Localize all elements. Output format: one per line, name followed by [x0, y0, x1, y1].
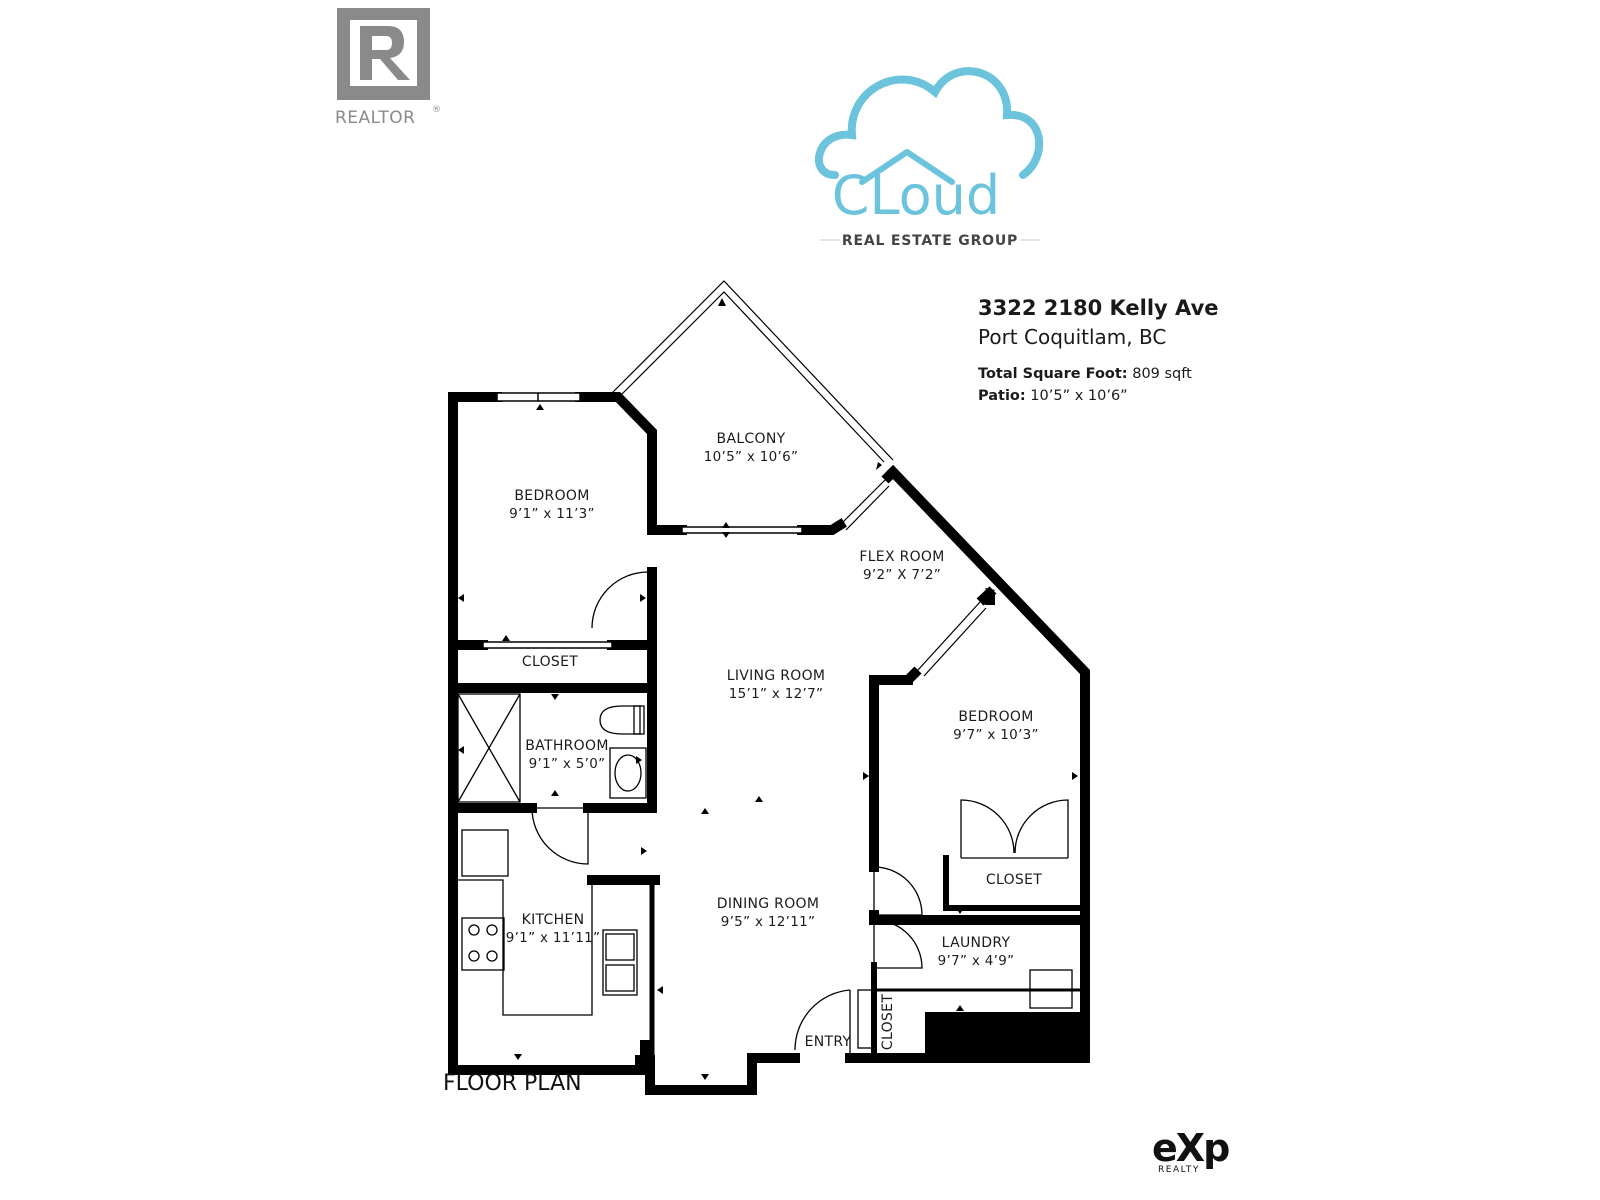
room-label: LAUNDRY 9’7” x 4’9” [938, 935, 1015, 969]
address-line2: Port Coquitlam, BC [978, 325, 1167, 349]
windows [482, 392, 803, 649]
room-label: CLOSET [986, 872, 1042, 888]
room-label: DINING ROOM 9’5” x 12’11” [717, 896, 819, 930]
realtor-label: REALTOR [335, 108, 415, 128]
property-stats: Total Square Foot: 809 sqft Patio: 10’5”… [978, 366, 1219, 404]
room-label: BATHROOM 9’1” x 5’0” [525, 738, 608, 772]
room-name: CLOSET [986, 872, 1042, 888]
doors [531, 571, 1069, 1058]
room-label: BEDROOM 9’7” x 10’3” [953, 709, 1039, 743]
balcony-outline [611, 280, 894, 463]
stove-icon [461, 917, 505, 971]
room-name: LAUNDRY [942, 935, 1011, 951]
toilet-icon [599, 705, 641, 735]
brokerage-sub: REALTY [1158, 1165, 1200, 1175]
room-name: LIVING ROOM [727, 668, 826, 684]
patio-label: Patio: [978, 388, 1026, 404]
room-name: BALCONY [717, 431, 786, 447]
cloud-logo: CLoud REAL ESTATE GROUP [815, 67, 1044, 249]
wall-stub [640, 1040, 654, 1072]
washer-icon [1029, 969, 1073, 1009]
address-line1: 3322 2180 Kelly Ave [978, 296, 1219, 320]
cloud-outline-icon [815, 67, 1044, 179]
room-dimensions: 9’1” x 5’0” [529, 756, 606, 772]
company-tagline: REAL ESTATE GROUP [842, 233, 1018, 249]
room-name: BEDROOM [958, 709, 1033, 725]
patio-value: 10’5” x 10’6” [1030, 388, 1128, 404]
room-name: BEDROOM [514, 488, 589, 504]
total-sqft-value: 809 sqft [1132, 366, 1192, 382]
room-labels: BALCONY 10’5” x 10’6” BEDROOM 9’1” x 11’3” F… [506, 431, 1042, 1050]
realtor-logo: REALTOR ® [335, 8, 441, 128]
room-dimensions: 9’5” x 12’11” [721, 914, 816, 930]
room-dimensions: 9’1” x 11’3” [509, 506, 595, 522]
measurement-markers [458, 298, 1078, 1080]
room-dimensions: 9’2” X 7’2” [863, 567, 941, 583]
room-label: LIVING ROOM 15’1” x 12’7” [727, 668, 826, 702]
exp-logo: eXp REALTY [1152, 1126, 1231, 1175]
room-dimensions: 9’7” x 4’9” [938, 953, 1015, 969]
realtor-mark: ® [432, 105, 441, 115]
room-name: FLEX ROOM [859, 549, 944, 565]
floor-plan-label: FLOOR PLAN [443, 1071, 582, 1096]
room-name: KITCHEN [522, 912, 585, 928]
room-label: BALCONY 10’5” x 10’6” [704, 431, 799, 465]
room-label: CLOSET [522, 654, 578, 670]
house-roof-icon [859, 149, 955, 185]
fridge-icon [461, 829, 509, 877]
room-dimensions: 15’1” x 12’7” [729, 686, 824, 702]
room-label: FLEX ROOM 9’2” X 7’2” [859, 549, 944, 583]
room-label: BEDROOM 9’1” x 11’3” [509, 488, 595, 522]
brokerage-wordmark: eXp [1152, 1126, 1229, 1170]
room-name: ENTRY [805, 1034, 852, 1050]
sink-icon [609, 747, 647, 799]
fixtures [453, 693, 1073, 1049]
room-dimensions: 10’5” x 10’6” [704, 449, 799, 465]
room-dimensions: 9’7” x 10’3” [953, 727, 1039, 743]
kitchen-sink-icon [602, 929, 638, 996]
patio-row: Patio: 10’5” x 10’6” [978, 388, 1219, 404]
total-sqft-row: Total Square Foot: 809 sqft [978, 366, 1219, 382]
room-label: KITCHEN 9’1” x 11’11” [506, 912, 601, 946]
room-label: ENTRY [805, 1034, 852, 1050]
room-name: BATHROOM [525, 738, 608, 754]
room-label: CLOSET [880, 994, 896, 1050]
room-dimensions: 9’1” x 11’11” [506, 930, 601, 946]
shower-icon [457, 693, 521, 803]
property-info: 3322 2180 Kelly Ave Port Coquitlam, BC T… [978, 296, 1219, 404]
sliding-doors [839, 479, 987, 677]
room-name: CLOSET [880, 994, 896, 1050]
utility-block [925, 1012, 1085, 1060]
room-name: CLOSET [522, 654, 578, 670]
total-sqft-label: Total Square Foot: [978, 366, 1128, 382]
room-name: DINING ROOM [717, 896, 819, 912]
company-wordmark: CLoud [832, 164, 1000, 227]
